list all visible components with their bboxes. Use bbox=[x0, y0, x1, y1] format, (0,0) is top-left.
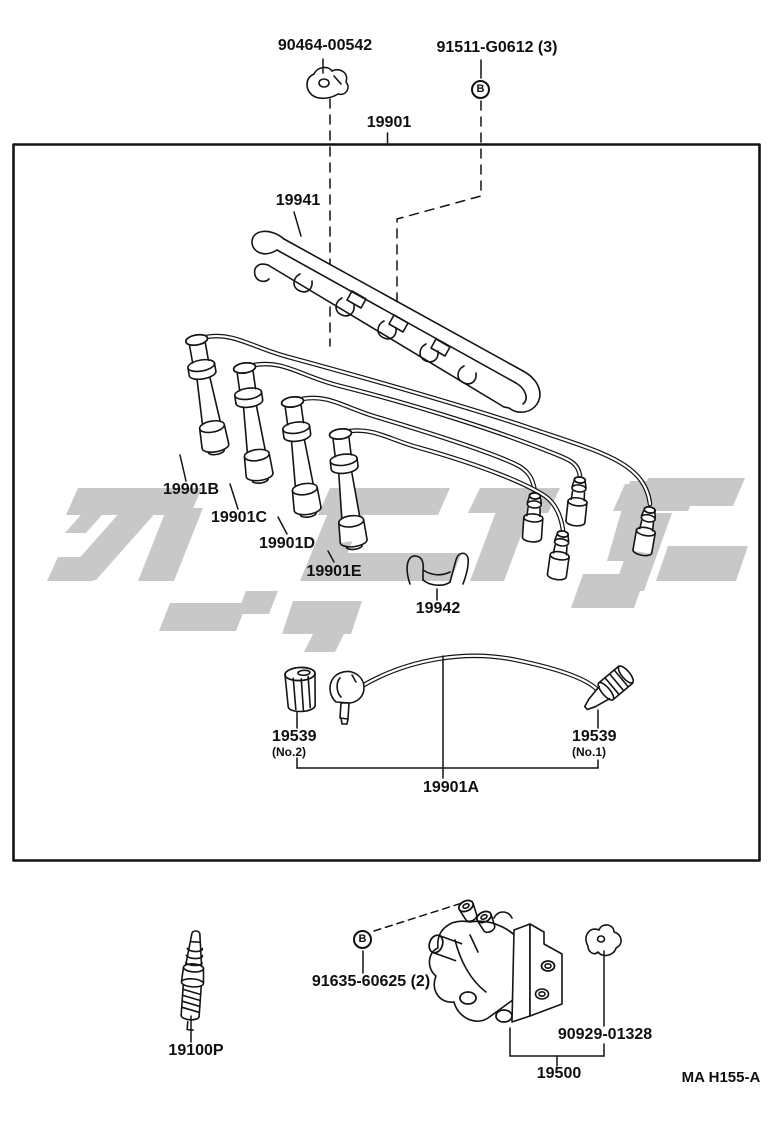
leader-lines-bottom bbox=[362, 902, 605, 1067]
clip-19942-drawing bbox=[406, 552, 469, 601]
diagram-frame bbox=[12, 143, 761, 862]
boot-19901d bbox=[277, 394, 323, 520]
callout-terminal-left: 19539 (No.2) bbox=[272, 728, 317, 759]
clamp-icon bbox=[306, 66, 349, 100]
spark-plug-drawing bbox=[180, 930, 205, 1031]
terminal-right-note: (No.1) bbox=[572, 745, 606, 759]
callout-coil-cord: 19901A bbox=[422, 779, 480, 796]
terminal-left-number: 19539 bbox=[272, 728, 317, 745]
callout-bolt-bottom: 91635-60625 (2) bbox=[311, 973, 431, 990]
wire-connector bbox=[546, 528, 574, 582]
drawing-code: MA H155-A bbox=[681, 1069, 761, 1086]
watermark-logo bbox=[47, 478, 748, 652]
boot-19901b bbox=[181, 331, 231, 458]
callout-harness-clamp: 90464-00542 bbox=[277, 37, 373, 54]
coil-cord-19901a-drawing bbox=[284, 653, 635, 779]
callout-plug-cord-set: 19901 bbox=[366, 114, 412, 131]
distributor-19500-drawing bbox=[428, 899, 563, 1023]
coil-cord-elbow bbox=[329, 670, 365, 725]
boot-leaders bbox=[179, 454, 335, 563]
leader-lines-top bbox=[293, 58, 482, 347]
callout-spark-plug: 19100P bbox=[168, 1042, 224, 1059]
terminal-right-number: 19539 bbox=[572, 728, 617, 745]
cover-19941-drawing bbox=[251, 230, 541, 413]
callout-bolt-top: 91511-G0612 (3) bbox=[436, 39, 558, 56]
circled-b-marker-top: B bbox=[471, 80, 490, 99]
callout-cord-c: 19901C bbox=[210, 509, 268, 526]
callout-cord-b: 19901B bbox=[162, 481, 220, 498]
callout-distributor-bracket: 90929-01328 bbox=[557, 1026, 653, 1043]
coil-cord-bracket-lines bbox=[296, 655, 599, 779]
callout-cord-clip: 19942 bbox=[415, 600, 461, 617]
bracket-90929-drawing bbox=[585, 924, 622, 957]
terminal-no1-part bbox=[583, 665, 635, 711]
callout-cord-e: 19901E bbox=[306, 563, 362, 580]
spark-wires bbox=[203, 333, 653, 533]
callout-cord-cover: 19941 bbox=[275, 192, 321, 209]
terminal-no2-part bbox=[284, 666, 316, 713]
callout-distributor: 19500 bbox=[536, 1065, 582, 1082]
circled-b-marker-bottom: B bbox=[353, 930, 372, 949]
callout-cord-d: 19901D bbox=[258, 535, 316, 552]
wire-connector bbox=[564, 475, 591, 528]
callout-terminal-right: 19539 (No.1) bbox=[572, 728, 617, 759]
boot-19901c bbox=[229, 360, 275, 486]
terminal-left-note: (No.2) bbox=[272, 745, 306, 759]
